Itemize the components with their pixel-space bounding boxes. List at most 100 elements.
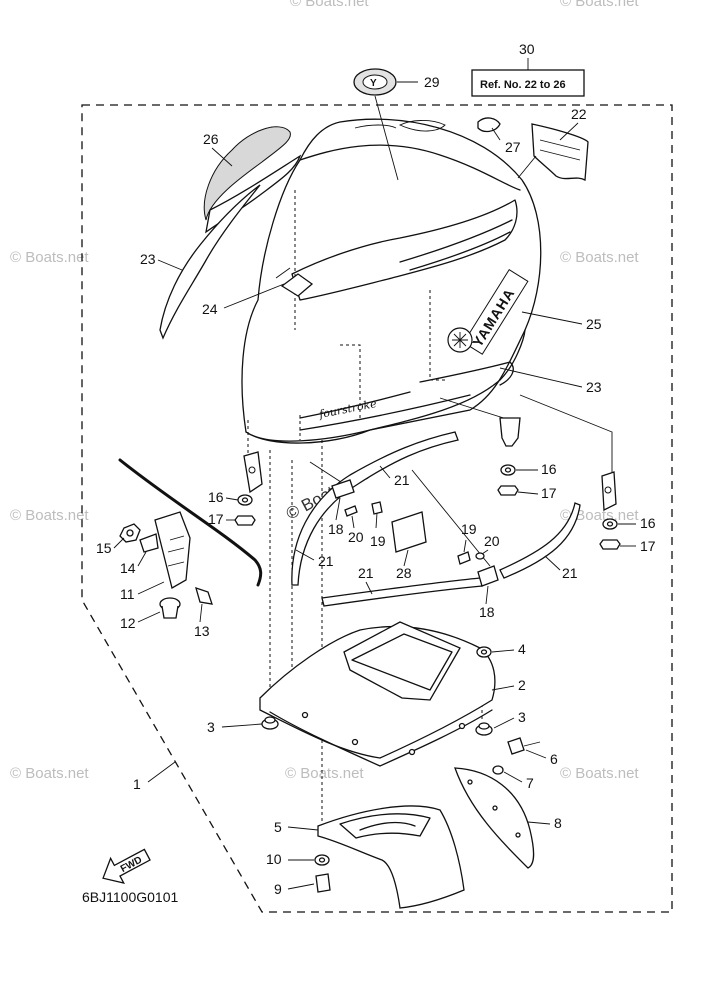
callout-7: 7 [526,775,534,791]
callout-16-right: 16 [640,515,656,531]
watermark: © Boats.net [10,507,89,524]
screw-9 [315,873,331,893]
callout-11: 11 [120,586,135,602]
callout-16-center: 16 [541,461,557,477]
callout-20-upper: 20 [348,529,364,545]
watermark: © Boats.net [560,249,639,266]
callout-3-left: 3 [207,719,215,735]
callout-13: 13 [194,623,210,639]
plate-28 [391,511,427,553]
ref-box [471,69,585,97]
bolt-19b [457,551,471,565]
decal-emblem-inner [362,74,388,90]
callout-21-left: 21 [318,553,334,569]
callout-8: 8 [554,815,562,831]
callout-28: 28 [396,565,412,581]
callout-3-right: 3 [518,709,526,725]
watermark: © Boats.net [10,249,89,266]
callout-5: 5 [274,819,282,835]
callout-23-right: 23 [586,379,602,395]
callout-10: 10 [266,851,282,867]
latch-left [243,451,263,494]
watermark: © Boats.net [10,765,89,782]
callout-24: 24 [202,301,218,317]
svg-text:FWD: FWD [119,855,144,875]
assembly-outline [81,104,673,913]
watermark: © Boats.net [560,765,639,782]
nut-15 [119,523,141,543]
bracket-curve-line [118,458,263,587]
callout-27: 27 [505,139,521,155]
callout-17-left: 17 [208,511,224,527]
connector-line [309,461,345,485]
washer-20b [475,552,485,560]
nut-17 [497,485,519,496]
decal-logo: Y [370,78,377,89]
watermark: © Boats.net [560,0,639,10]
callout-21-lower: 21 [358,565,374,581]
connector-line [519,394,613,475]
lower-apron-5 [317,805,465,909]
watermark: © Boats.net [560,507,639,524]
top-cowling: fourstroke YAMAHA [241,118,542,444]
callout-20-lower: 20 [484,533,500,549]
decal-26 [203,126,291,221]
callout-group: 30 29 22 26 27 23 24 25 23 16 17 16 17 2… [96,41,656,897]
washer-7 [492,765,504,775]
washer-16 [602,518,618,530]
grommet-3-left [261,716,279,730]
nut-17 [234,515,256,526]
callout-21-right: 21 [562,565,578,581]
side-cover-8 [454,767,535,869]
callout-22: 22 [571,106,587,122]
callout-9: 9 [274,881,282,897]
washer-16 [237,494,253,506]
callout-29: 29 [424,74,440,90]
callout-19-lower: 19 [461,521,477,537]
callout-2: 2 [518,677,526,693]
callout-23-left: 23 [140,251,156,267]
callout-19-upper: 19 [370,533,386,549]
callout-17-center: 17 [541,485,557,501]
callout-30: 30 [519,41,535,57]
callout-1: 1 [133,776,141,792]
clip-18 [331,479,355,499]
washer-10 [314,854,330,866]
callout-15: 15 [96,540,112,556]
callout-18-upper: 18 [328,521,344,537]
bracket-11 [139,511,191,589]
decal-27 [477,117,501,133]
ref-box-label: Ref. No. 22 to 26 [480,79,566,91]
decal-22-lines [539,139,581,161]
callout-16-left: 16 [208,489,224,505]
callout-18-lower: 18 [479,604,495,620]
watermark: © Boats.net [290,0,369,10]
grommet-12 [159,597,181,619]
callout-21-upper: 21 [394,472,410,488]
washer-16 [500,464,516,476]
washer-4 [476,646,492,658]
decal-22 [531,123,589,182]
watermark: © Boats.net [285,765,364,782]
seal-21-lower [321,577,483,607]
seal-21-right [499,502,581,579]
latch-right [601,471,617,512]
grommet-3-right [475,722,493,736]
bottom-cowling-2 [259,621,496,767]
nut-17 [599,539,621,550]
connector-line [439,397,511,421]
screw-13 [195,586,213,605]
diagram-code: 6BJ1100G0101 [82,889,178,905]
bolt-20 [344,505,358,517]
callout-12: 12 [120,615,136,631]
bolt-6 [507,737,541,755]
latch-center [499,417,521,447]
connector-line [411,469,491,567]
bolt-19 [371,501,383,529]
callout-14: 14 [120,560,136,576]
fwd-arrow: FWD [102,848,151,885]
callout-6: 6 [550,751,558,767]
callout-25: 25 [586,316,602,332]
lever-24 [280,273,314,297]
